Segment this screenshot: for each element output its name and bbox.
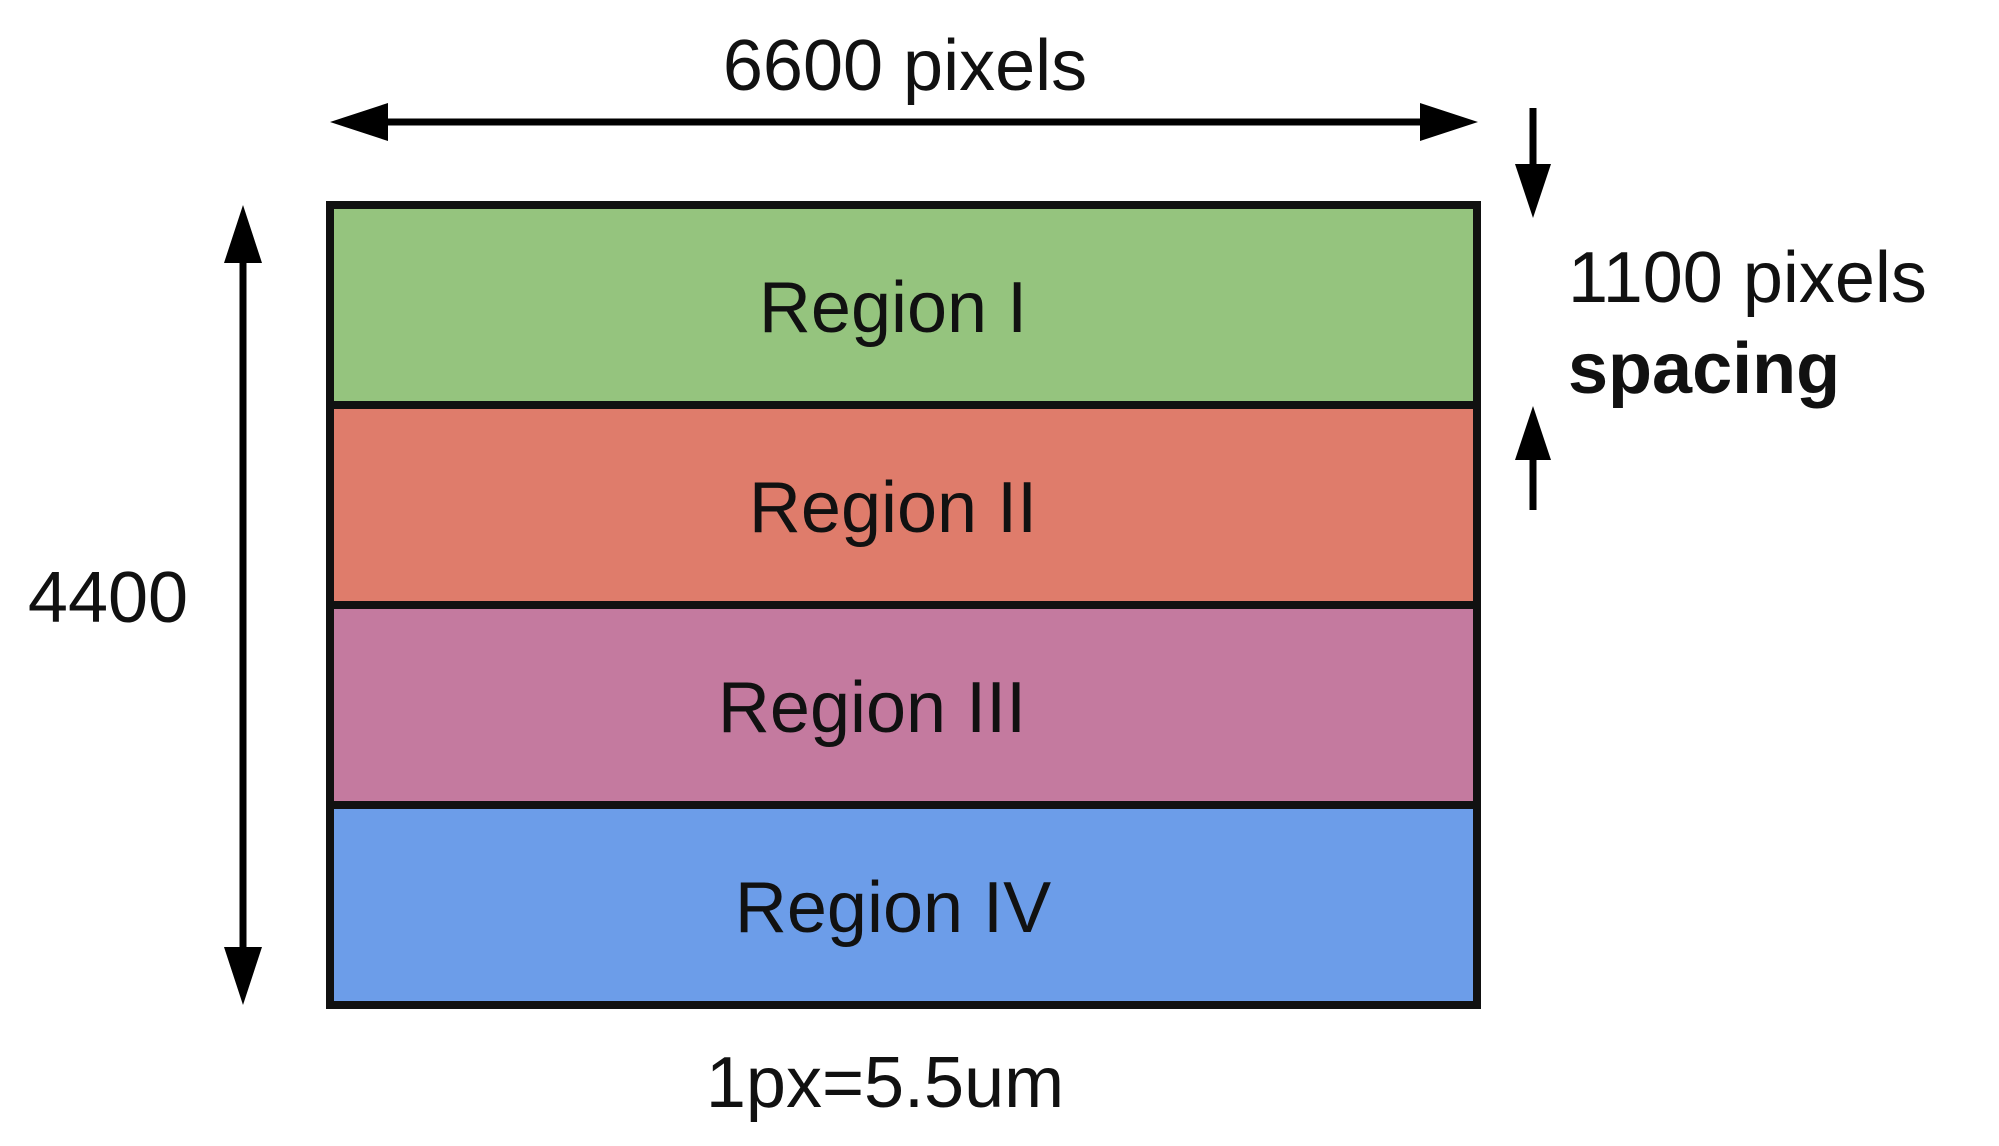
region-3-label: Region III xyxy=(718,668,1026,748)
spacing-value-label: 1100 pixels xyxy=(1568,238,1927,318)
spacing-word-label: spacing xyxy=(1568,329,1840,409)
spacing-down-arrow-icon xyxy=(1515,108,1551,218)
region-1-label: Region I xyxy=(759,268,1027,348)
region-2-block xyxy=(326,401,1481,609)
height-double-arrow-icon xyxy=(224,205,262,1005)
region-4-label: Region IV xyxy=(735,868,1051,948)
scale-label: 1px=5.5um xyxy=(706,1043,1064,1123)
region-4-block xyxy=(326,801,1481,1009)
spacing-up-arrow-icon xyxy=(1515,406,1551,510)
region-2-label: Region II xyxy=(749,468,1037,548)
width-double-arrow-icon xyxy=(330,103,1478,141)
width-label: 6600 pixels xyxy=(723,26,1087,106)
region-1-block xyxy=(326,201,1481,409)
height-label: 4400 xyxy=(28,558,188,638)
